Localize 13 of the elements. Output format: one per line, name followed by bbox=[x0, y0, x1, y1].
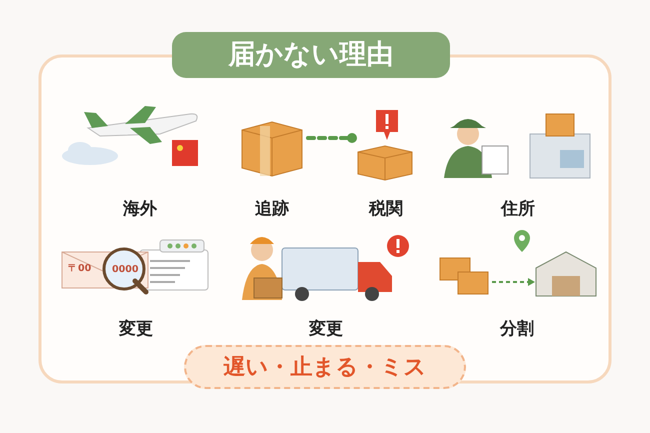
postal-code-text: 〒00 bbox=[68, 263, 92, 275]
item-caption: 変更 bbox=[118, 318, 154, 340]
item-caption: 住所 bbox=[500, 198, 536, 220]
summary-banner bbox=[184, 345, 466, 389]
summary-text: 遅い・止まる・ミス bbox=[224, 354, 426, 382]
postal-code-text: 0000 bbox=[112, 264, 138, 276]
item-caption: 海外 bbox=[122, 198, 158, 220]
item-caption: 変更 bbox=[308, 318, 344, 340]
item-caption: 分割 bbox=[498, 318, 535, 340]
item-caption: 税関 bbox=[368, 198, 404, 220]
title-banner: 届かない理由 bbox=[172, 32, 450, 78]
dotted-connector bbox=[306, 133, 357, 143]
item-caption: 追跡 bbox=[254, 198, 290, 220]
